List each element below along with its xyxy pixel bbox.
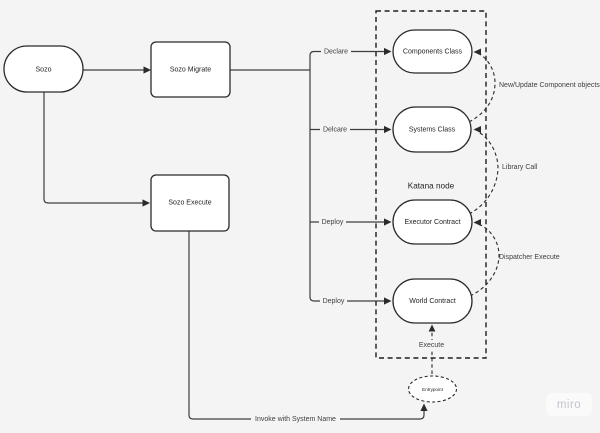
edge-library-call[interactable]: Library Call — [468, 126, 538, 215]
edge-label-delcare: Delcare — [323, 126, 347, 133]
connector-line — [309, 50, 385, 70]
node-label-executor-contract: Executor Contract — [404, 219, 460, 226]
edge-label-bg — [320, 124, 350, 135]
node-world-contract[interactable]: World Contract — [392, 278, 473, 324]
node-label-sozo-execute: Sozo Execute — [168, 200, 211, 207]
dashed-curve — [469, 223, 500, 297]
node-components-class[interactable]: Components Class — [392, 29, 473, 74]
arrowhead — [473, 126, 481, 133]
node-executor-contract[interactable]: Executor Contract — [392, 199, 473, 245]
edge-label-deploy-world: Deploy — [323, 298, 345, 305]
miro-watermark: miro — [546, 393, 592, 416]
edge-sozo-to-execute[interactable] — [43, 92, 150, 207]
connector-trunk-migrate[interactable] — [230, 50, 385, 302]
edge-sozo-to-migrate[interactable] — [83, 66, 151, 74]
edge-invoke[interactable]: Invoke with System Name — [188, 231, 428, 424]
arrowhead — [384, 297, 392, 305]
node-label-systems-class: Systems Class — [409, 126, 456, 133]
node-label-world-contract: World Contract — [409, 298, 456, 305]
node-shape-rect — [150, 41, 231, 98]
dashed-curve — [468, 52, 496, 123]
node-shape-stadium — [392, 106, 472, 153]
edge-deploy-world[interactable]: Deploy — [320, 296, 392, 306]
arrowhead — [473, 48, 481, 56]
edge-execute[interactable]: Execute — [416, 324, 447, 375]
edge-label-bg — [321, 46, 351, 57]
connector-line — [43, 92, 143, 204]
node-sozo-migrate[interactable]: Sozo Migrate — [150, 41, 231, 98]
edge-label-bg — [416, 340, 447, 350]
edge-label-bg — [251, 414, 340, 424]
watermark-bg — [546, 393, 592, 416]
node-sozo-execute[interactable]: Sozo Execute — [150, 174, 230, 232]
edge-label-new-update: New/Update Component objects — [499, 82, 600, 89]
edge-declare[interactable]: Declare — [321, 46, 392, 57]
node-label-entrypoint: Entrypoint — [422, 387, 443, 392]
edge-label-bg — [319, 217, 346, 227]
edge-label-deploy-executor: Deploy — [322, 219, 344, 226]
edge-label-declare: Declare — [324, 48, 348, 55]
node-shape-dashed-ellipse — [407, 375, 458, 403]
arrowhead — [143, 66, 151, 74]
katana-dashed-border — [375, 10, 487, 359]
arrowhead — [384, 125, 392, 134]
connector-line — [188, 231, 425, 420]
watermark-logo-text: miro — [557, 399, 581, 411]
arrowhead — [420, 403, 428, 411]
arrowhead — [384, 47, 392, 56]
connector-line — [309, 70, 385, 302]
edge-deploy-executor[interactable]: Deploy — [319, 217, 392, 227]
katana-node-group[interactable]: Katana node — [375, 10, 487, 359]
arrowhead — [473, 219, 481, 226]
arrowhead — [428, 324, 436, 332]
edge-label-library-call: Library Call — [502, 164, 538, 171]
edge-new-update-component-objects[interactable]: New/Update Component objects — [468, 48, 600, 123]
edge-dispatcher-execute[interactable]: Dispatcher Execute — [469, 219, 560, 297]
arrowhead — [384, 218, 392, 226]
node-sozo[interactable]: Sozo — [3, 45, 84, 93]
edge-delcare[interactable]: Delcare — [320, 124, 392, 135]
edge-label-execute: Execute — [419, 342, 444, 349]
node-shape-stadium — [392, 29, 473, 74]
node-shape-stadium — [392, 278, 473, 324]
node-systems-class[interactable]: Systems Class — [392, 106, 472, 153]
node-label-sozo: Sozo — [36, 67, 52, 74]
node-shape-stadium — [3, 45, 84, 93]
edge-label-invoke: Invoke with System Name — [255, 416, 336, 423]
edge-label-dispatcher-execute: Dispatcher Execute — [499, 254, 560, 261]
edge-label-bg — [320, 296, 347, 306]
arrowhead — [142, 199, 150, 207]
dashed-curve — [468, 131, 499, 215]
node-entrypoint[interactable]: Entrypoint — [407, 375, 458, 403]
node-label-components-class: Components Class — [403, 48, 463, 55]
node-shape-rect — [150, 174, 230, 232]
node-label-sozo-migrate: Sozo Migrate — [170, 67, 211, 74]
katana-node-title: Katana node — [408, 182, 455, 191]
node-shape-stadium — [392, 199, 473, 245]
